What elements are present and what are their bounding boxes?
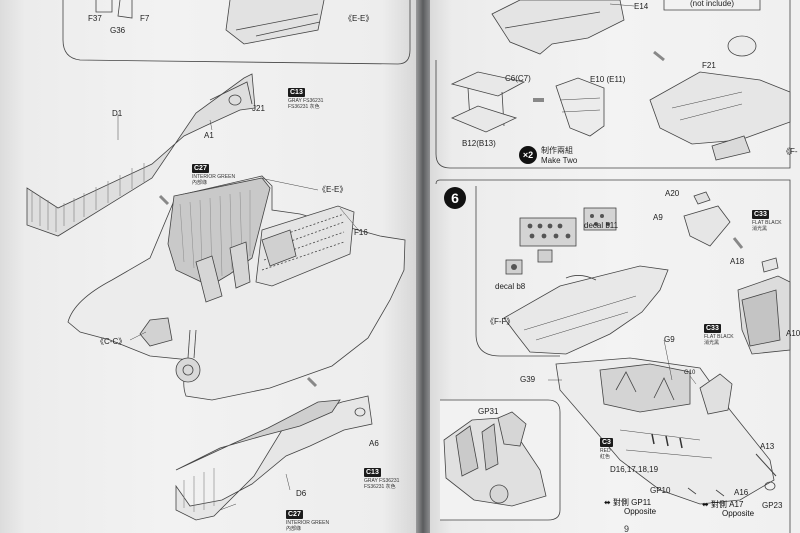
step-number: 6 [444, 187, 466, 209]
floor-panel-f16 [255, 205, 355, 287]
label-g39: G39 [520, 375, 536, 384]
label-a13: A13 [760, 442, 775, 451]
paint-desc: GRAY FS36231 [364, 478, 400, 484]
part-a9 [683, 205, 731, 247]
paint-code: C33 [704, 324, 721, 333]
paint-callout-green-1: C27 INTERIOR GREEN 內部綠 [192, 158, 235, 186]
label-ff-edge: 《F- [782, 147, 798, 156]
instrument-panel-b11 [519, 217, 577, 247]
label-gp23: GP23 [762, 501, 783, 510]
label-gp11: 對側 GP11 [612, 498, 652, 507]
label-e14: E14 [634, 2, 649, 11]
paint-desc-cn: FS36231 灰色 [288, 104, 320, 110]
label-a20: A20 [665, 189, 680, 198]
label-g36: G36 [110, 26, 126, 35]
book-gutter [416, 0, 430, 533]
label-decal-b11: decal b11 [584, 221, 619, 230]
opposite-arrow-icon: ⬌ [702, 500, 709, 509]
paint-desc: RED [600, 448, 611, 454]
paint-desc: GRAY FS36231 [288, 98, 324, 104]
paint-desc-cn: FS36231 灰色 [364, 484, 396, 490]
paint-code: C27 [286, 510, 303, 519]
label-a18: A18 [730, 257, 745, 266]
part-f21 [727, 35, 757, 57]
paint-callout-red: C3 RED 紅色 [600, 432, 613, 460]
label-a16: A16 [734, 488, 749, 497]
paint-desc-cn: 內部綠 [192, 180, 208, 186]
paint-callout-gray-2: C13 GRAY FS36231 FS36231 灰色 [364, 462, 399, 490]
step6-frame [435, 179, 791, 533]
label-d6: D6 [296, 489, 307, 498]
label-a10: A10 [786, 329, 800, 338]
label-g9: G9 [664, 335, 675, 344]
right-top-frame [435, 0, 791, 169]
page-number: 9 [624, 524, 630, 533]
paint-callout-gray-1: C13 GRAY FS36231 FS36231 灰色 [288, 82, 323, 110]
label-cc: 《C-C》 [96, 337, 127, 346]
wheel-front [175, 357, 201, 383]
paint-desc: INTERIOR GREEN [192, 174, 236, 180]
left-top-panel [62, 0, 411, 65]
label-ff: 《F-F》 [486, 317, 515, 326]
paint-callout-green-2: C27 INTERIOR GREEN 內部綠 [286, 504, 329, 532]
paint-code: C33 [752, 210, 769, 219]
label-ee-mid: 《E-E》 [318, 185, 348, 194]
label-f16: F16 [354, 228, 368, 237]
label-d1: D1 [112, 109, 123, 118]
label-gp10: GP10 [650, 486, 671, 495]
paint-desc: INTERIOR GREEN [286, 520, 330, 526]
part-e10-e11 [555, 77, 605, 137]
wing-assembly-right [649, 71, 791, 145]
label-a6: A6 [369, 439, 379, 448]
label-opposite-1: Opposite [624, 507, 657, 517]
label-ee-top: 《E-E》 [344, 14, 374, 23]
label-j21: J21 [252, 104, 265, 113]
opposite-arrow-icon: ⬌ [604, 498, 611, 507]
wing-f-f [503, 265, 669, 355]
fuselage-half-d1 [26, 73, 256, 237]
label-make-two-cn: 制作兩組 [541, 146, 573, 155]
paint-code: C3 [600, 438, 613, 447]
opposite-note-a17: ⬌ 對側 A17 Opposite [702, 500, 754, 518]
paint-desc: FLAT BLACK [752, 220, 782, 226]
paint-desc-cn: 內部綠 [286, 526, 302, 532]
label-f37: F37 [88, 14, 102, 23]
paint-desc-cn: 紅色 [600, 454, 611, 460]
seats [195, 241, 251, 303]
label-b12-b13: B12(B13) [462, 139, 496, 148]
fuselage-half-a6 [175, 395, 373, 521]
label-f21: F21 [702, 61, 716, 70]
paint-desc-cn: 消光黑 [752, 226, 768, 232]
label-a1: A1 [204, 131, 214, 140]
paint-callout-black-2: C33 FLAT BLACK 消光黑 [704, 318, 734, 346]
label-not-include: (not include) [690, 0, 735, 8]
label-gp31: GP31 [478, 407, 499, 416]
label-f7: F7 [140, 14, 150, 23]
label-g10: G10 [684, 370, 696, 376]
label-a9: A9 [653, 213, 663, 222]
label-c6-c7: C6(C7) [505, 74, 531, 83]
canopy-g10 [699, 373, 733, 415]
label-make-two: Make Two [541, 156, 578, 165]
label-a17: 對側 A17 [710, 500, 744, 509]
part-b12-b13 [451, 105, 518, 133]
paint-desc-cn: 消光黑 [704, 340, 720, 346]
paint-code: C13 [288, 88, 305, 97]
make-two-badge: ×2 [519, 146, 537, 164]
label-decal-b8: decal b8 [495, 282, 526, 291]
paint-code: C27 [192, 164, 209, 173]
paint-desc: FLAT BLACK [704, 334, 734, 340]
label-e10-e11: E10 (E11) [590, 75, 626, 84]
opposite-note-gp11: ⬌ 對側 GP11 Opposite [604, 498, 656, 516]
paint-callout-black-1: C33 FLAT BLACK 消光黑 [752, 204, 782, 232]
paint-code: C13 [364, 468, 381, 477]
label-d16-19: D16,17,18,19 [610, 465, 659, 474]
part-c6-c7 [450, 71, 526, 97]
label-opposite-2: Opposite [722, 509, 755, 519]
